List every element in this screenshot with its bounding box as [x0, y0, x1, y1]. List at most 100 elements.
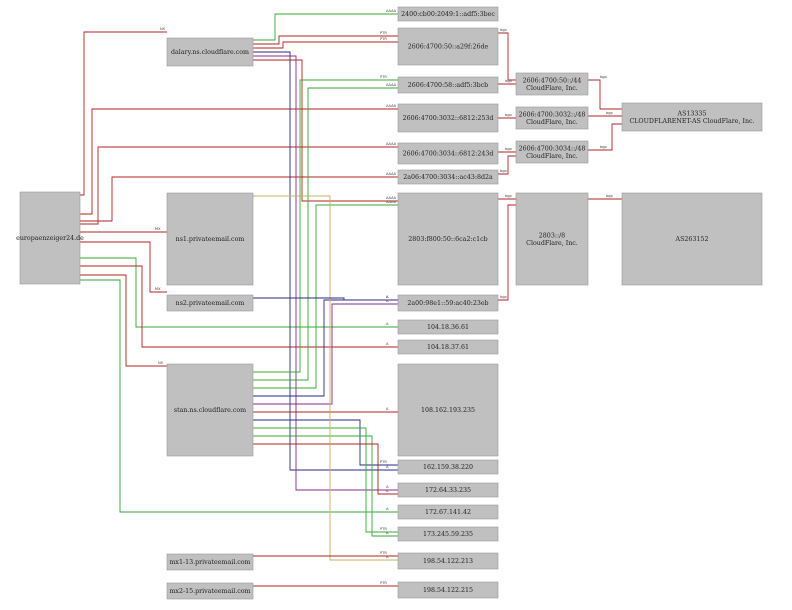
node-box-mx1	[166, 553, 254, 571]
node-ip2: 2606:4700:50::a29f:26de	[397, 27, 499, 66]
edge-label: PTR	[380, 551, 387, 555]
edge-37	[588, 79, 622, 110]
edge-label: PTR	[380, 37, 387, 41]
node-label-ip16: 198.54.122.213	[423, 558, 473, 565]
node-label-mx1: mx1-13.privateemail.com	[169, 559, 250, 566]
edge-label: A	[386, 299, 389, 303]
edge-label: AAAA	[386, 104, 397, 108]
edge-label: AAAA	[386, 83, 397, 87]
node-box-ip6	[397, 169, 499, 185]
node-ip17: 198.54.122.215	[397, 581, 499, 599]
node-ns1: ns1.privateemail.com	[166, 192, 254, 286]
node-box-pfx4	[515, 192, 589, 286]
node-label-pfx4: 2803::/8	[539, 232, 565, 239]
edge-10	[253, 13, 398, 41]
edge-label: bgp	[500, 169, 508, 173]
edge-label: PTR	[380, 75, 387, 79]
node-ip3: 2606:4700:58::adf5:3bcb	[397, 76, 499, 94]
node-domain: europaenzeiger24.de	[16, 191, 84, 285]
edge-6	[80, 176, 398, 222]
edge-label: bgp	[606, 111, 614, 115]
edge-label: bgp	[600, 145, 608, 149]
node-label-pfx4: CloudFlare, Inc.	[526, 240, 578, 247]
node-label-ip4: 2606:4700:3032::6812:253d	[403, 115, 494, 122]
node-label-dalary: dalary.ns.cloudflare.com	[171, 49, 249, 56]
edge-layer	[80, 13, 622, 587]
edge-label: bgp	[505, 113, 513, 117]
edge-34	[498, 155, 516, 175]
edge-label: A	[386, 322, 389, 326]
node-box-ip17	[397, 581, 499, 599]
node-mx1: mx1-13.privateemail.com	[166, 553, 254, 571]
node-box-ip4	[397, 103, 499, 133]
node-box-as1	[621, 102, 763, 132]
node-box-stan	[166, 363, 254, 457]
node-ns2: ns2.privateemail.com	[166, 294, 254, 312]
node-label-as1: CLOUDFLARENET-AS CloudFlare, Inc.	[629, 118, 754, 125]
node-label-ip10: 104.18.37.61	[427, 344, 469, 351]
node-label-ip2: 2606:4700:50::a29f:26de	[408, 44, 489, 51]
node-label-stan: stan.ns.cloudflare.com	[174, 407, 246, 414]
edge-17	[253, 87, 398, 381]
node-label-ip6: 2a06:4700:3034::ac43:8d2a	[403, 174, 493, 181]
edge-label: A	[386, 295, 389, 299]
edge-label: NS	[158, 361, 164, 365]
edge-label: AAAA	[386, 9, 397, 13]
edge-label: bgp	[505, 147, 513, 151]
edge-label: A	[386, 507, 389, 511]
node-box-as2	[621, 192, 763, 286]
edge-label: bgp	[606, 194, 614, 198]
node-box-ip1	[397, 6, 499, 22]
edge-14	[253, 55, 398, 491]
edge-39	[588, 123, 622, 151]
node-ip10: 104.18.37.61	[397, 339, 499, 355]
node-ip15: 173.245.59.235	[397, 526, 499, 542]
edge-label: A	[386, 342, 389, 346]
edge-label: AAAA	[386, 200, 397, 204]
node-label-ip8: 2a00:98e1::59:ac40:23eb	[407, 300, 488, 307]
node-label-pfx3: 2606:4700:3034::/48	[519, 145, 586, 152]
node-label-ip14: 172.67.141.42	[425, 509, 471, 516]
edge-0	[80, 31, 167, 196]
node-label-ip17: 198.54.122.215	[423, 587, 473, 594]
node-box-mx2	[166, 582, 254, 600]
node-ip7: 2803:f800:50::6ca2:c1cb	[397, 192, 499, 286]
edge-12	[253, 41, 398, 49]
node-label-ip3: 2606:4700:58::adf5:3bcb	[408, 82, 488, 89]
edge-label: MX	[155, 227, 161, 231]
node-box-dalary	[166, 37, 254, 67]
edge-8	[80, 265, 398, 348]
node-label-ip5: 2606:4700:3034::6812:243d	[403, 151, 494, 158]
node-label-ip13: 172.64.33.235	[425, 487, 471, 494]
node-ip13: 172.64.33.235	[397, 482, 499, 498]
node-label-as2: AS263152	[675, 236, 709, 243]
edge-label: AAAA	[386, 172, 397, 176]
node-label-pfx3: CloudFlare, Inc.	[526, 153, 578, 160]
edge-label: AAAA	[386, 142, 397, 146]
edge-label: bgp	[500, 295, 508, 299]
node-box-ip8	[397, 294, 499, 312]
node-box-ip2	[397, 27, 499, 66]
node-ip6: 2a06:4700:3034::ac43:8d2a	[397, 169, 499, 185]
node-label-pfx2: CloudFlare, Inc.	[526, 119, 578, 126]
edge-label: A	[386, 489, 389, 493]
node-box-ip12	[397, 459, 499, 475]
node-label-ns2: ns2.privateemail.com	[176, 300, 245, 307]
node-ip9: 104.18.36.61	[397, 319, 499, 335]
node-label-ip1: 2400:cb00:2049:1::adf5:3bec	[401, 11, 495, 18]
edge-15	[253, 59, 398, 202]
edge-label: bgp	[600, 75, 608, 79]
edge-label: A	[386, 531, 389, 535]
edge-13	[253, 51, 398, 471]
edge-label: A	[386, 295, 389, 299]
edge-23	[253, 427, 398, 533]
edge-label: PTR	[380, 31, 387, 35]
node-ip5: 2606:4700:3034::6812:243d	[397, 142, 499, 165]
edge-label: AAAA	[386, 196, 397, 200]
edge-label: MX	[155, 287, 161, 291]
